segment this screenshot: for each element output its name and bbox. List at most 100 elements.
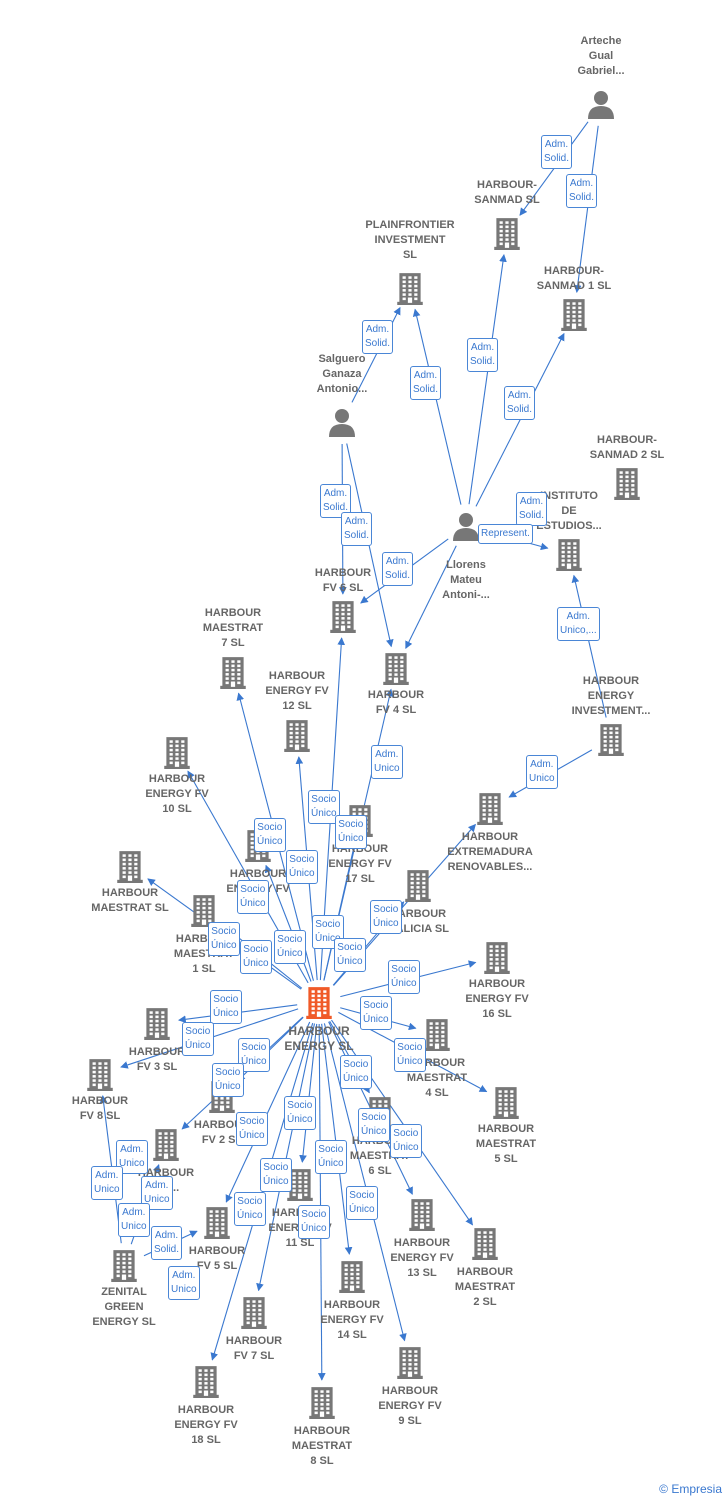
building-icon [241,1295,267,1334]
node-label: Llorens Mateu Antoni-... [442,559,490,601]
node-label: HARBOUR- SANMAD 1 SL [536,265,612,292]
relation-badge[interactable]: Adm. Solid. [541,135,573,169]
relation-badge[interactable]: Socio Único [284,1096,316,1130]
relation-badge[interactable]: Adm. Unico [91,1166,123,1200]
relation-badge[interactable]: Adm. Solid. [382,552,414,586]
building-icon [339,1259,365,1298]
edge-llorens-sanmad [468,254,507,505]
relation-badge[interactable]: Adm. Solid. [566,174,598,208]
relation-badge[interactable]: Adm. Unico [526,755,558,789]
edge-arteche-sanmad1 [573,125,599,293]
node-label: HARBOUR ENERGY FV 12 SL [265,670,329,712]
relation-badge[interactable]: Adm. Solid. [504,386,536,420]
building-icon [309,1385,335,1424]
relation-badge[interactable]: Socio Único [240,940,272,974]
building-icon [397,271,423,310]
building-icon [424,1017,450,1056]
building-icon [117,849,143,888]
relation-badge[interactable]: Socio Único [208,922,240,956]
edge-center-m8 [317,1023,326,1381]
node-label: INSTITUTO DE ESTUDIOS... [536,490,602,532]
building-icon [87,1057,113,1096]
relation-badge[interactable]: Adm. Solid. [151,1226,183,1260]
relation-badge[interactable]: Socio Único [358,1108,390,1142]
center-building-icon [306,985,332,1024]
node-label: HARBOUR ENERGY FV 18 SL [174,1404,238,1446]
relation-badge[interactable]: Socio Único [254,818,286,852]
edge-center-efv17 [323,840,358,981]
building-icon [287,1167,313,1206]
relation-badge[interactable]: Socio Único [212,1063,244,1097]
relation-badge[interactable]: Socio Único [182,1022,214,1056]
relation-badge[interactable]: Socio Único [237,880,269,914]
node-label: HARBOUR MAESTRAT 7 SL [202,607,264,649]
node-label: HARBOUR MAESTRAT 5 SL [475,1123,537,1165]
node-label: HARBOUR MAESTRAT 2 SL [454,1266,516,1308]
relation-badge[interactable]: Adm. Solid. [341,512,373,546]
node-label: HARBOUR FV 6 SL [314,567,372,594]
building-icon [144,1006,170,1045]
building-icon [330,599,356,638]
node-label: HARBOUR FV 3 SL [128,1046,186,1073]
node-label: HARBOUR FV 8 SL [71,1095,129,1122]
edge-center-fv7 [256,1023,316,1292]
edge-center-m2 [331,1019,473,1226]
relation-badge[interactable]: Socio Único [360,996,392,1030]
relation-badge[interactable]: Adm. Solid. [516,492,548,526]
relation-badge[interactable]: Socio Único [308,790,340,824]
building-icon [153,1127,179,1166]
relation-badge[interactable]: Socio Único [274,930,306,964]
relation-badge[interactable]: Adm. Unico [168,1266,200,1300]
edge-center-efv9 [323,1023,407,1342]
empresia-credit[interactable]: © Empresia [659,1482,722,1496]
relation-badge[interactable]: Socio Único [236,1112,268,1146]
relation-badge[interactable]: Socio Único [346,1186,378,1220]
edge-investment-instituto [571,574,607,718]
relation-badge[interactable]: Adm. Solid. [362,320,394,354]
node-label: HARBOUR ENERGY FV 13 SL [390,1237,454,1279]
node-label: HARBOUR MAESTRAT SL [91,887,169,914]
relation-badge[interactable]: Represent. [478,524,533,544]
relation-badge[interactable]: Adm. Solid. [467,338,499,372]
node-label: HARBOUR EXTREMADURA RENOVABLES... [447,831,533,873]
building-icon [191,893,217,932]
relation-badge[interactable]: Socio Único [210,990,242,1024]
relation-badge[interactable]: Adm. Unico [116,1140,148,1174]
relation-badge[interactable]: Adm. Unico [118,1203,150,1237]
node-label: HARBOUR MAESTRAT 8 SL [291,1425,353,1467]
building-icon [193,1364,219,1403]
relation-badge[interactable]: Socio Único [388,960,420,994]
relation-badge[interactable]: Socio Único [315,1140,347,1174]
relation-badge[interactable]: Socio Único [390,1124,422,1158]
relation-badge[interactable]: Socio Único [335,815,367,849]
building-icon [556,537,582,576]
relation-badge[interactable]: Adm. Unico [371,745,403,779]
relation-badge[interactable]: Adm. Unico,... [557,607,600,641]
relation-badge[interactable]: Socio Único [394,1038,426,1072]
edge-llorens-plain [412,308,462,505]
building-icon [598,722,624,761]
building-icon [477,791,503,830]
node-label: HARBOUR- SANMAD 2 SL [589,434,665,461]
relation-badge[interactable]: Socio Único [334,938,366,972]
relation-badge[interactable]: Socio Único [260,1158,292,1192]
building-icon [409,1197,435,1236]
relation-badge[interactable]: Socio Único [234,1192,266,1226]
node-label: HARBOUR ENERGY INVESTMENT... [571,675,651,717]
relation-badge[interactable]: Socio Único [298,1205,330,1239]
node-label: Arteche Gual Gabriel... [577,35,625,77]
relation-badge[interactable]: Adm. Solid. [410,366,442,400]
building-icon [397,1345,423,1384]
building-icon [204,1205,230,1244]
relation-badge[interactable]: Socio Único [370,900,402,934]
relation-badge[interactable]: Socio Único [340,1055,372,1089]
building-icon [220,655,246,694]
building-icon [284,718,310,757]
relation-badge[interactable]: Adm. Solid. [320,484,352,518]
node-label: HARBOUR ENERGY FV 10 SL [145,773,209,815]
edge-llorens-sanmad1 [475,332,565,507]
person-icon [451,511,481,546]
relation-badge[interactable]: Socio Único [286,850,318,884]
node-label: HARBOUR ENERGY FV 16 SL [465,978,529,1020]
node-label: HARBOUR ENERGY FV 14 SL [320,1299,384,1341]
